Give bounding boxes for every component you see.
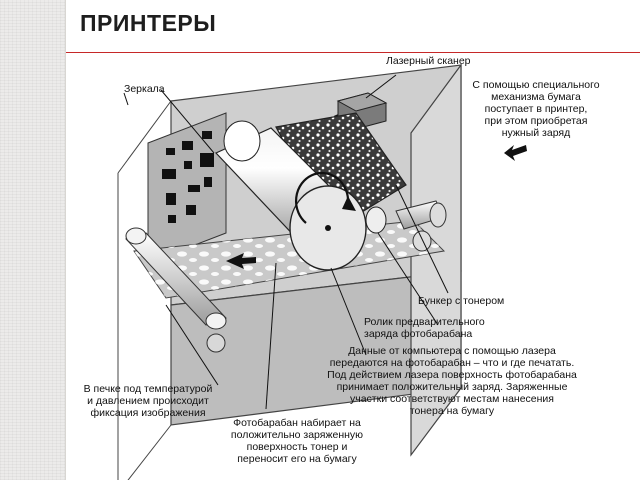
- left-decorative-band: [0, 0, 66, 480]
- label-photodrum: Фотобарабан набирает на положительно зар…: [212, 417, 382, 465]
- printer-diagram: Лазерный сканер С помощью специального м…: [66, 53, 640, 480]
- paper-direction-arrow-right: [504, 145, 527, 161]
- label-laser-scanner: Лазерный сканер: [386, 55, 471, 67]
- label-toner-hopper: Бункер с тонером: [418, 295, 504, 307]
- slide-title: ПРИНТЕРЫ: [80, 10, 216, 37]
- label-paper-charge: С помощью специального механизма бумага …: [446, 79, 626, 139]
- label-mirrors: Зеркала: [124, 83, 165, 95]
- label-fuser: В печке под температурой и давлением про…: [68, 383, 228, 419]
- label-laser-data: Данные от компьютера с помощью лазера пе…: [294, 345, 610, 417]
- label-charge-roller: Ролик предварительного заряда фотобараба…: [364, 316, 485, 340]
- charge-roller: [366, 207, 386, 233]
